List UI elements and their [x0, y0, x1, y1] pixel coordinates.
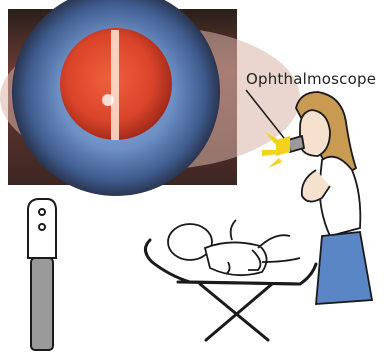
- examiner-figure: [288, 92, 372, 304]
- ophthalmoscope-label: Ophthalmoscope: [246, 70, 376, 88]
- eye-photo: [0, 0, 300, 196]
- infant-figure: [168, 220, 300, 275]
- ophthalmoscope-icon: [28, 199, 56, 350]
